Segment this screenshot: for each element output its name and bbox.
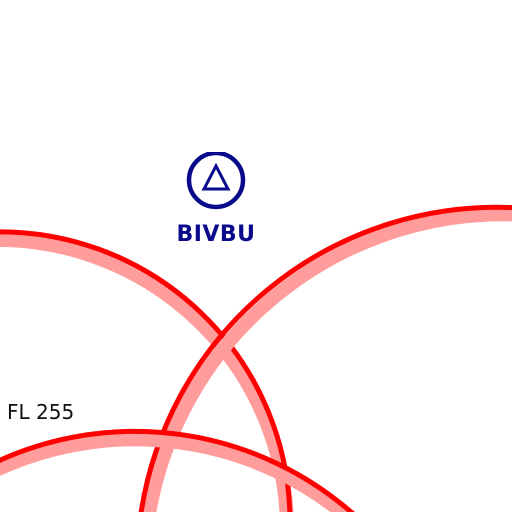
triangle-in-circle-icon[interactable] [185,152,247,214]
waypoint-name[interactable]: BIVBU [176,222,256,247]
airspace-boundary-3[interactable] [0,428,360,512]
flight-level-label: FL 255 [7,400,75,424]
airspace-boundary-2[interactable] [138,204,512,512]
airspace-boundary-1[interactable] [0,229,294,512]
